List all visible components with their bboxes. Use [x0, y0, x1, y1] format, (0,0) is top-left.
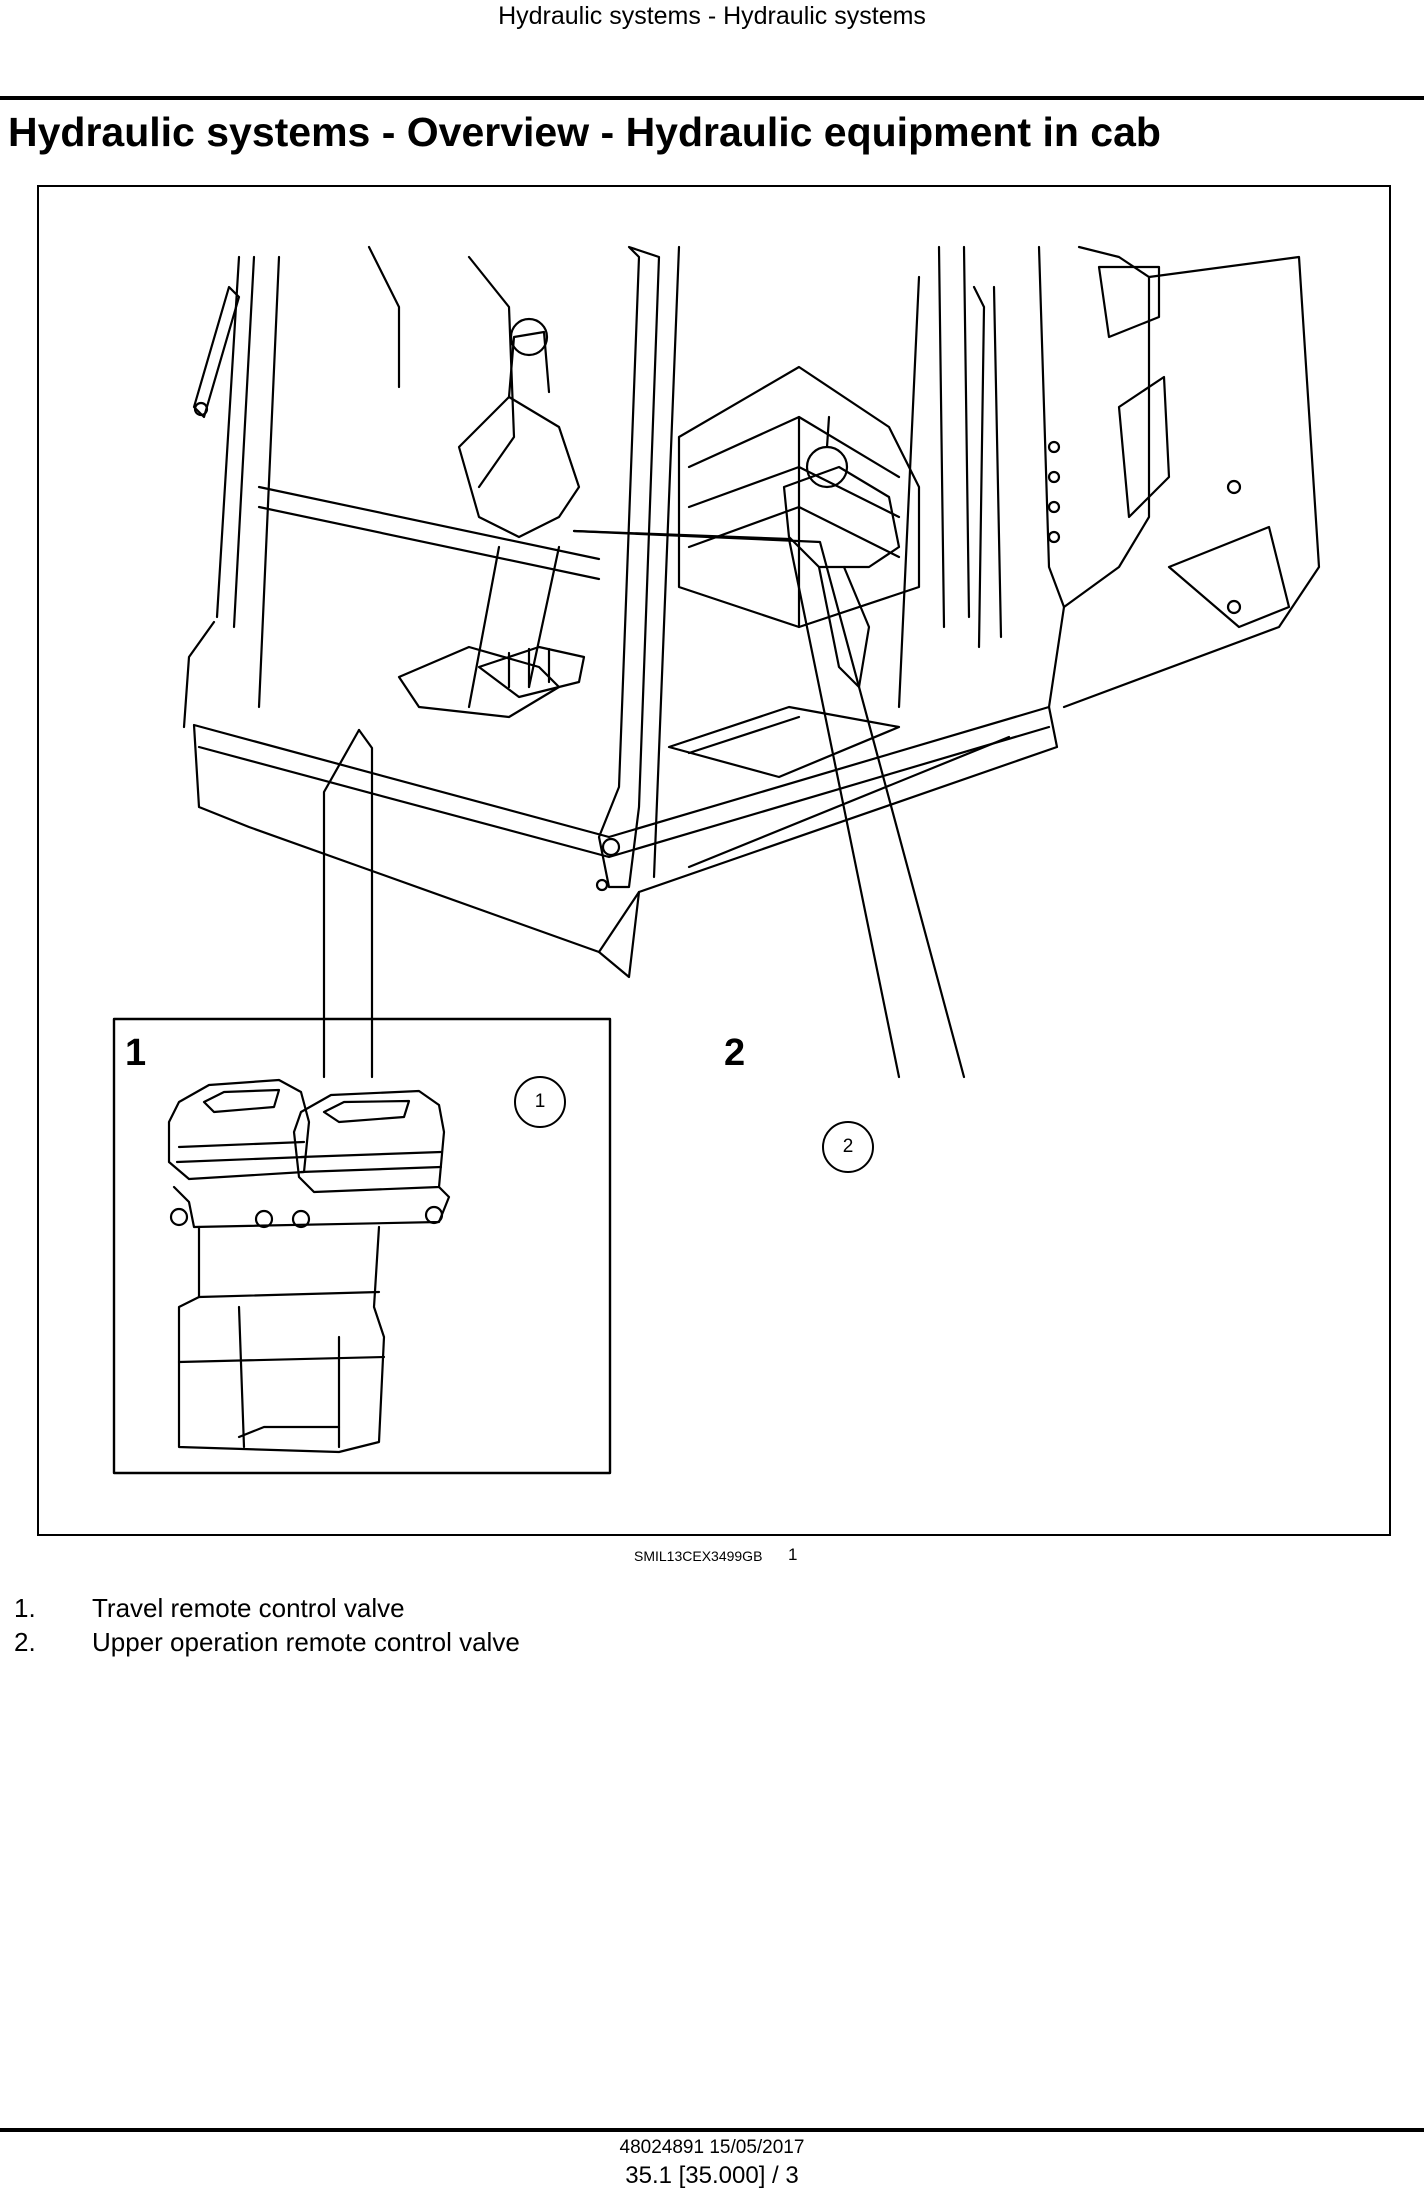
- figure-code: SMIL13CEX3499GB: [634, 1548, 763, 1564]
- legend-item: 1. Travel remote control valve: [14, 1592, 914, 1626]
- legend-item: 2. Upper operation remote control valve: [14, 1626, 914, 1660]
- legend-text: Travel remote control valve: [92, 1593, 405, 1623]
- page-title: Hydraulic systems - Overview - Hydraulic…: [8, 109, 1161, 155]
- legend-number: 1.: [14, 1593, 36, 1623]
- running-header: Hydraulic systems - Hydraulic systems: [498, 2, 926, 30]
- callout-1: 1: [514, 1076, 566, 1128]
- footer-page-ref: 35.1 [35.000] / 3: [625, 2162, 799, 2189]
- figure-number: 1: [788, 1545, 798, 1564]
- header-rule: [0, 96, 1424, 100]
- callout-2: 2: [822, 1121, 874, 1173]
- legend-number: 2.: [14, 1627, 36, 1657]
- figure-frame: 1 2 1 2: [37, 185, 1391, 1536]
- legend-text: Upper operation remote control valve: [92, 1627, 520, 1657]
- inset-2-number: 2: [724, 1032, 746, 1074]
- travel-valve-drawing: [167, 1078, 451, 1454]
- legend-list: 1. Travel remote control valve 2. Upper …: [14, 1592, 914, 1660]
- cab-overview-drawing: [182, 245, 1321, 979]
- leader-lines: [322, 529, 966, 1079]
- cab-illustration: [112, 245, 1321, 1475]
- inset-1-frame: [112, 1017, 612, 1475]
- inset-1-number: 1: [125, 1032, 147, 1074]
- footer-doc-ref: 48024891 15/05/2017: [619, 2137, 805, 2158]
- footer-rule: [0, 2128, 1424, 2132]
